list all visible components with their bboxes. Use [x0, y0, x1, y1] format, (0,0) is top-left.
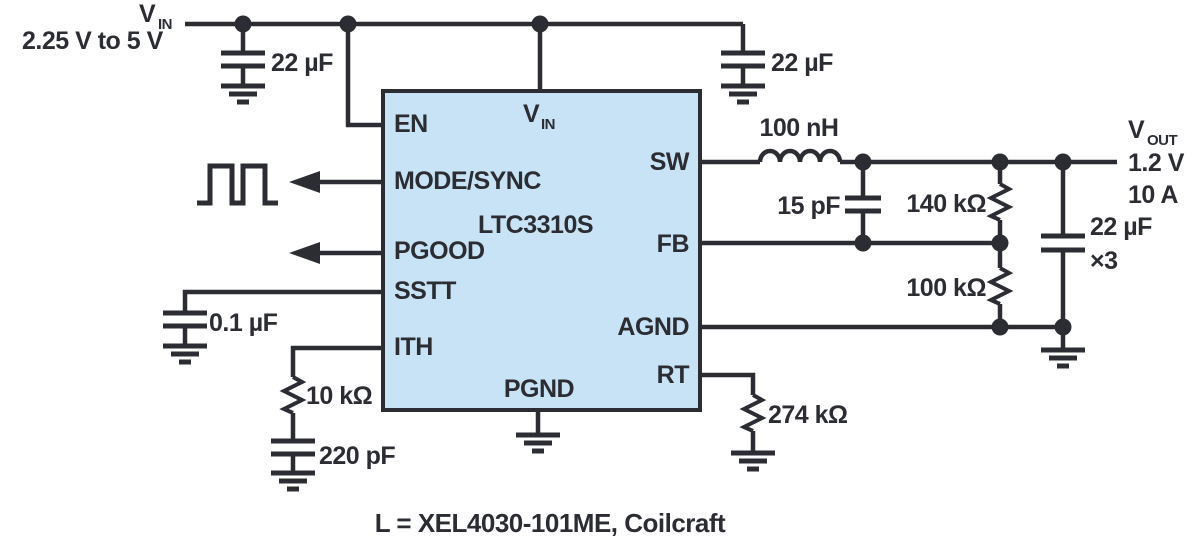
pin-label-fb: FB [657, 230, 689, 258]
pin-label-vin-subscript: IN [541, 116, 555, 133]
rt-resistor-value: 274 kΩ [768, 401, 848, 429]
pin-label-rt: RT [657, 361, 690, 389]
input-cap2-value: 22 µF [771, 49, 833, 77]
junction-dot [991, 153, 1009, 171]
ground-icon [1041, 347, 1085, 369]
input-capacitor-2 [721, 24, 765, 105]
soft-start-capacitor [163, 310, 207, 365]
capacitor-icon [721, 50, 765, 69]
vout-current: 10 A [1128, 181, 1178, 209]
pin-label-ith: ITH [394, 333, 433, 361]
ith-cap-value: 220 pF [319, 442, 395, 470]
pin-label-en: EN [394, 110, 428, 138]
resistor-icon [739, 393, 767, 433]
rt-resistor [731, 393, 775, 472]
sstt-wire [182, 289, 383, 313]
junction-dot [339, 15, 357, 33]
pin-label-sw: SW [650, 148, 690, 176]
wires [182, 21, 1117, 435]
r-bottom-value: 100 kΩ [906, 274, 986, 302]
mode-sync-arrow-icon [289, 171, 320, 193]
vout-subscript: OUT [1147, 132, 1178, 149]
junction-dot [854, 234, 872, 252]
resistor-icon [279, 375, 307, 415]
junction-dot [991, 318, 1009, 336]
capacitor-icon [271, 438, 315, 457]
inductor-icon [757, 148, 843, 163]
ith-res-value: 10 kΩ [306, 382, 373, 410]
en-branch-wire [345, 24, 383, 128]
pin-label-pgnd: PGND [504, 375, 574, 403]
pin-label-pgood: PGOOD [394, 237, 485, 265]
ith-compensation-network [271, 375, 315, 492]
capacitor-icon [163, 310, 207, 329]
vin-range-label: 2.25 V to 5 V [22, 27, 164, 55]
ic-part-number: LTC3310S [478, 211, 593, 239]
pgood-arrow-icon [289, 242, 320, 264]
ith-wire [290, 345, 383, 377]
input-capacitor-1 [221, 24, 265, 105]
junction-dot [531, 15, 549, 33]
r-top-value: 140 kΩ [906, 190, 986, 218]
junction-dot [1054, 318, 1072, 336]
vin-source-label: V [139, 0, 156, 28]
junction-dot [991, 234, 1009, 252]
pgnd-ground-icon [516, 432, 560, 454]
ground-icon [731, 450, 775, 472]
ground-icon [271, 470, 315, 492]
vout-label: V [1128, 116, 1145, 144]
rt-wire [700, 372, 756, 395]
ground-icon [221, 83, 265, 105]
ff-cap-value: 15 pF [777, 192, 840, 220]
inductor-caption: L = XEL4030-101ME, Coilcraft [375, 508, 726, 538]
clock-square-wave-icon [197, 163, 278, 206]
junction-dot [1054, 153, 1072, 171]
inductor-value: 100 nH [760, 114, 839, 142]
pin-label-mode-sync: MODE/SYNC [394, 167, 541, 195]
pin-label-agnd: AGND [617, 313, 689, 341]
feedforward-capacitor [845, 162, 881, 243]
input-cap1-value: 22 µF [271, 49, 333, 77]
pin-label-sstt: SSTT [394, 277, 456, 305]
ss-cap-value: 0.1 µF [209, 309, 278, 337]
capacitor-icon [1041, 233, 1085, 253]
vout-voltage: 1.2 V [1128, 149, 1185, 177]
pin-label-vin: V [523, 100, 540, 128]
out-cap-value: 22 µF [1090, 213, 1152, 241]
out-cap-mult: ×3 [1090, 247, 1118, 275]
capacitor-icon [221, 50, 265, 69]
junction-dots [234, 15, 1072, 336]
junction-dot [854, 153, 872, 171]
resistor-icon [986, 182, 1014, 222]
resistor-icon [986, 266, 1014, 306]
capacitor-icon [845, 195, 881, 214]
vin-source-subscript: IN [158, 16, 172, 33]
ground-icon [163, 343, 207, 365]
ground-icon [721, 83, 765, 105]
ic-body [381, 89, 702, 412]
junction-dot [234, 15, 252, 33]
